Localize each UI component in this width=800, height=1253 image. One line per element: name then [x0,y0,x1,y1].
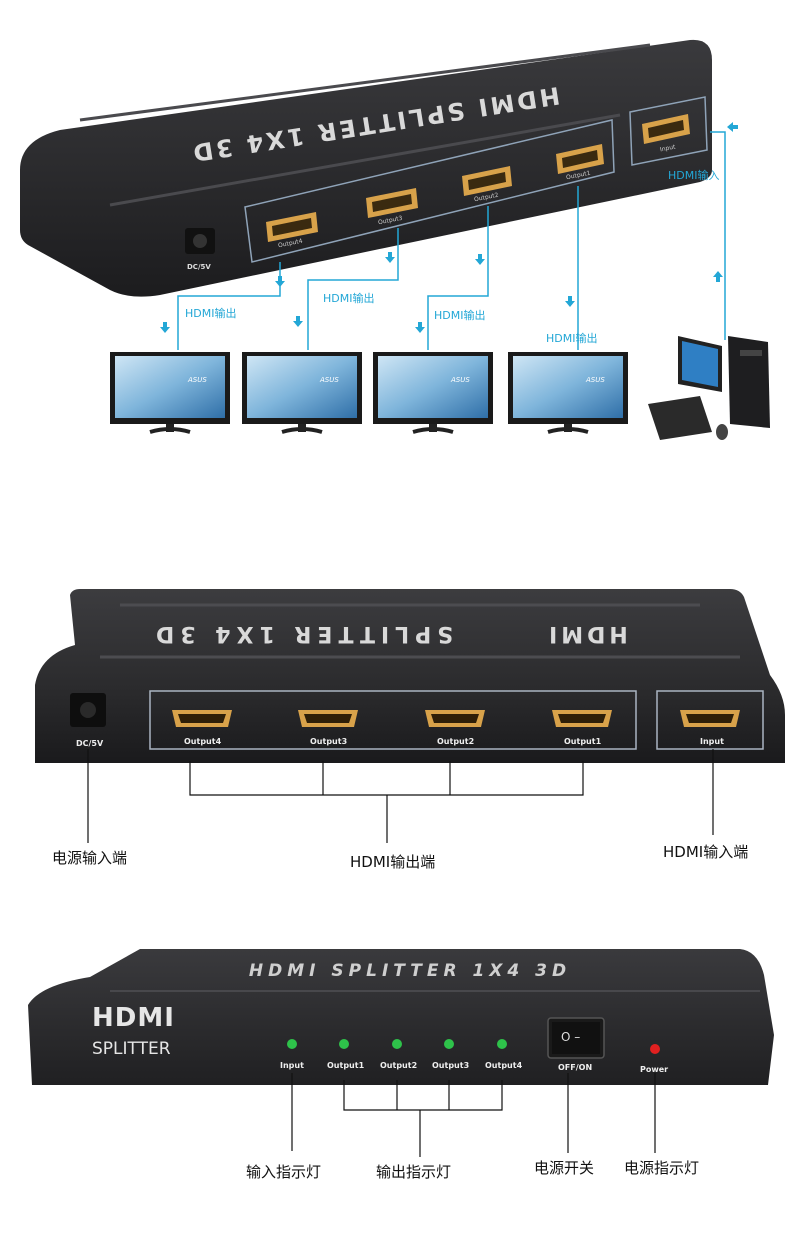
caption-hdmi-input: HDMI输入端 [663,843,749,861]
port-label-output1: Output1 [564,737,602,746]
monitor-logo-2: ASUS [320,376,339,384]
caption-hdmi-output: HDMI输出端 [350,853,436,871]
back-title-right: SPLITTER 1X4 3D [150,621,454,646]
hdmi-port-output2 [425,710,485,727]
section-connection-diagram: HDMI SPLITTER 1X4 3D DC/5V Output4 Outpu… [0,0,800,460]
hdmi-port-output4 [172,710,232,727]
hdmi-port-output3 [366,188,418,218]
splitter-back-illustration [35,589,785,843]
hdmi-port-output1 [556,144,604,174]
connection-lines [177,131,726,350]
dc-label: DC/5V [76,739,104,748]
callout-lines [87,749,714,843]
hdmi-out-label-4: HDMI输出 [546,332,598,345]
flow-arrows [160,122,738,333]
switch-label: OFF/ON [558,1063,593,1072]
hdmi-port-input [642,114,690,144]
caption-input-led: 输入指示灯 [246,1163,322,1181]
monitor-3 [373,352,493,434]
led-label-output2: Output2 [380,1061,418,1070]
monitor-4 [508,352,628,434]
hdmi-port-output1 [552,710,612,727]
switch-symbols: O – [561,1030,581,1044]
led-label-output3: Output3 [432,1061,470,1070]
port-label-input: Input [700,737,724,746]
device-body [20,39,712,297]
monitor-1 [110,352,230,434]
hdmi-out-label-2: HDMI输出 [323,292,375,305]
back-title-left: HDMI [545,621,628,646]
desktop-computer [648,336,770,440]
device-body [35,589,785,763]
led-label-input: Input [280,1061,304,1070]
led-output2 [392,1039,402,1049]
led-output4 [497,1039,507,1049]
brand-splitter: SPLITTER [92,1039,171,1059]
monitor-logo-3: ASUS [451,376,470,384]
led-power [650,1044,660,1054]
led-input [287,1039,297,1049]
led-output1 [339,1039,349,1049]
hdmi-port-input [680,710,740,727]
led-label-output4: Output4 [485,1061,523,1070]
output-port-frame [149,690,637,750]
caption-power-input: 电源输入端 [52,849,128,867]
dc-label: DC/5V [187,263,211,271]
callout-lines [291,1073,656,1157]
hdmi-port-output2 [462,166,512,196]
input-port-frame [629,96,708,166]
caption-power-switch: 电源开关 [534,1159,595,1177]
input-port-frame [656,690,764,750]
hdmi-out-label-3: HDMI输出 [434,309,486,322]
port-label-output4: Output4 [184,737,222,746]
led-label-output1: Output1 [327,1061,365,1070]
port-label-output2: Output2 [437,737,475,746]
port-label-output3: Output3 [310,737,348,746]
monitor-logo-1: ASUS [188,376,207,384]
splitter-top-illustration [20,39,770,440]
hdmi-out-label-1: HDMI输出 [185,307,237,320]
splitter-front-illustration [28,949,774,1157]
caption-output-led: 输出指示灯 [376,1163,452,1181]
section-back-panel: HDMI SPLITTER 1X4 3D DC/5V Output4 Outpu… [0,585,800,885]
output-port-frame [244,119,615,263]
hdmi-port-output3 [298,710,358,727]
hdmi-in-label: HDMI输入 [668,169,720,182]
monitor-2 [242,352,362,434]
hdmi-port-output4 [266,212,318,242]
monitor-logo-4: ASUS [586,376,605,384]
caption-power-led: 电源指示灯 [624,1159,700,1177]
led-output3 [444,1039,454,1049]
front-title: HDMI SPLITTER 1X4 3D [248,961,572,981]
power-led-label: Power [640,1065,669,1074]
brand-hdmi: HDMI [92,1003,175,1033]
section-front-panel: HDMI SPLITTER 1X4 3D HDMI SPLITTER Input… [0,945,800,1249]
